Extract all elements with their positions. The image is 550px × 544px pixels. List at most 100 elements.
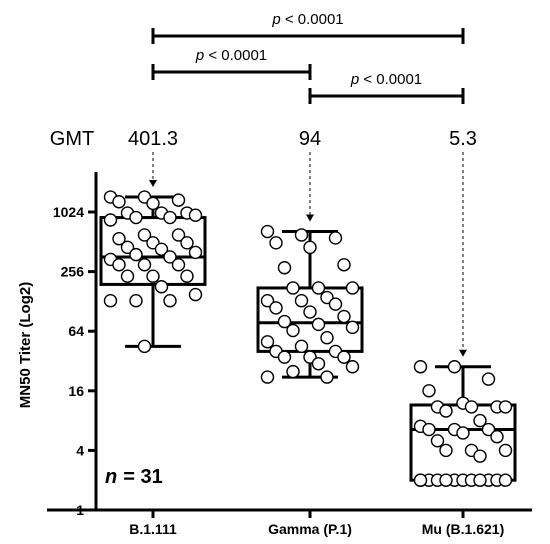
data-point <box>337 258 351 272</box>
data-point <box>154 242 169 257</box>
data-point <box>137 258 152 272</box>
x-tick-label: Mu (B.1.621) <box>422 521 504 537</box>
gmt-value: 94 <box>299 128 321 150</box>
data-point <box>422 422 436 437</box>
data-point <box>311 357 326 371</box>
data-point <box>481 372 496 386</box>
data-point <box>439 473 453 487</box>
x-tick-label: B.1.111 <box>129 521 177 537</box>
data-point <box>188 287 203 302</box>
gmt-arrowhead <box>149 180 157 188</box>
data-point <box>112 258 126 272</box>
y-tick-label: 16 <box>68 383 84 399</box>
data-point <box>277 261 292 275</box>
gmt-arrowhead <box>459 349 467 357</box>
data-point <box>473 413 487 428</box>
data-point <box>328 297 343 311</box>
data-point <box>260 370 275 384</box>
data-point <box>260 294 275 308</box>
data-point <box>129 210 143 225</box>
data-point <box>286 323 300 338</box>
data-point <box>180 236 194 250</box>
data-point <box>413 473 428 487</box>
data-point <box>447 360 462 374</box>
data-point <box>328 231 343 245</box>
data-point <box>188 245 203 260</box>
data-point <box>294 294 309 308</box>
data-point <box>303 240 317 255</box>
n-annotation: n = 31 <box>105 466 163 488</box>
data-point <box>413 360 428 374</box>
p-value-label: p < 0.0001 <box>271 11 343 28</box>
data-point <box>286 364 300 379</box>
gmt-arrowhead <box>306 214 314 222</box>
p-threshold: < 0.0001 <box>204 47 267 64</box>
data-point <box>112 232 126 246</box>
data-point <box>337 309 351 324</box>
data-point <box>311 317 326 332</box>
data-point <box>439 404 453 418</box>
data-points <box>103 190 513 487</box>
data-point <box>422 384 436 398</box>
data-point <box>286 281 300 295</box>
data-point <box>277 314 292 329</box>
data-point <box>294 339 309 354</box>
data-point <box>269 236 283 250</box>
data-point <box>120 269 135 283</box>
y-tick-label: 4 <box>76 442 84 458</box>
p-threshold: < 0.0001 <box>359 71 422 88</box>
data-point <box>277 350 292 364</box>
data-point <box>103 213 118 227</box>
data-point <box>490 430 504 444</box>
boxes <box>99 195 517 482</box>
gmt-label: GMT <box>50 128 94 150</box>
data-point <box>129 247 143 262</box>
data-point <box>112 195 126 209</box>
box <box>99 216 207 286</box>
data-point <box>345 360 360 374</box>
y-tick-label: 64 <box>68 323 84 339</box>
data-point <box>430 434 445 448</box>
data-point <box>456 426 470 440</box>
data-point <box>171 258 186 272</box>
data-point <box>320 331 334 345</box>
data-point <box>498 400 513 414</box>
data-point <box>260 224 275 239</box>
data-point <box>154 280 169 294</box>
data-point <box>120 240 135 255</box>
data-point <box>498 443 513 458</box>
data-point <box>163 210 177 225</box>
data-point <box>163 250 177 264</box>
y-tick-label: 1 <box>76 502 84 518</box>
data-point <box>146 196 160 211</box>
data-point <box>188 208 203 222</box>
data-point <box>303 305 317 319</box>
gmt-row: GMT 401.3 94 5.3 <box>50 128 477 357</box>
p-symbol: p <box>271 11 280 28</box>
n-letter: n <box>105 466 117 488</box>
y-tick-label: 256 <box>61 264 85 280</box>
data-point <box>294 228 309 242</box>
data-point <box>129 294 143 308</box>
gmt-value: 5.3 <box>449 128 477 150</box>
gmt-value: 401.3 <box>128 128 178 150</box>
p-symbol: p <box>350 71 359 88</box>
n-value: = 31 <box>123 466 162 488</box>
data-point <box>473 473 487 487</box>
data-point <box>269 301 283 315</box>
y-tick-label: 1024 <box>53 204 84 220</box>
data-point <box>481 422 496 437</box>
data-point <box>337 350 351 364</box>
data-point <box>146 269 160 283</box>
data-point <box>180 269 194 283</box>
data-point <box>311 281 326 295</box>
p-threshold: < 0.0001 <box>281 11 344 28</box>
y-axis-label: MN50 Titer (Log2) <box>17 282 34 408</box>
p-value-label: p < 0.0001 <box>195 47 267 64</box>
data-point <box>464 400 479 414</box>
x-tick-label: Gamma (P.1) <box>268 521 352 537</box>
data-point <box>171 228 186 242</box>
